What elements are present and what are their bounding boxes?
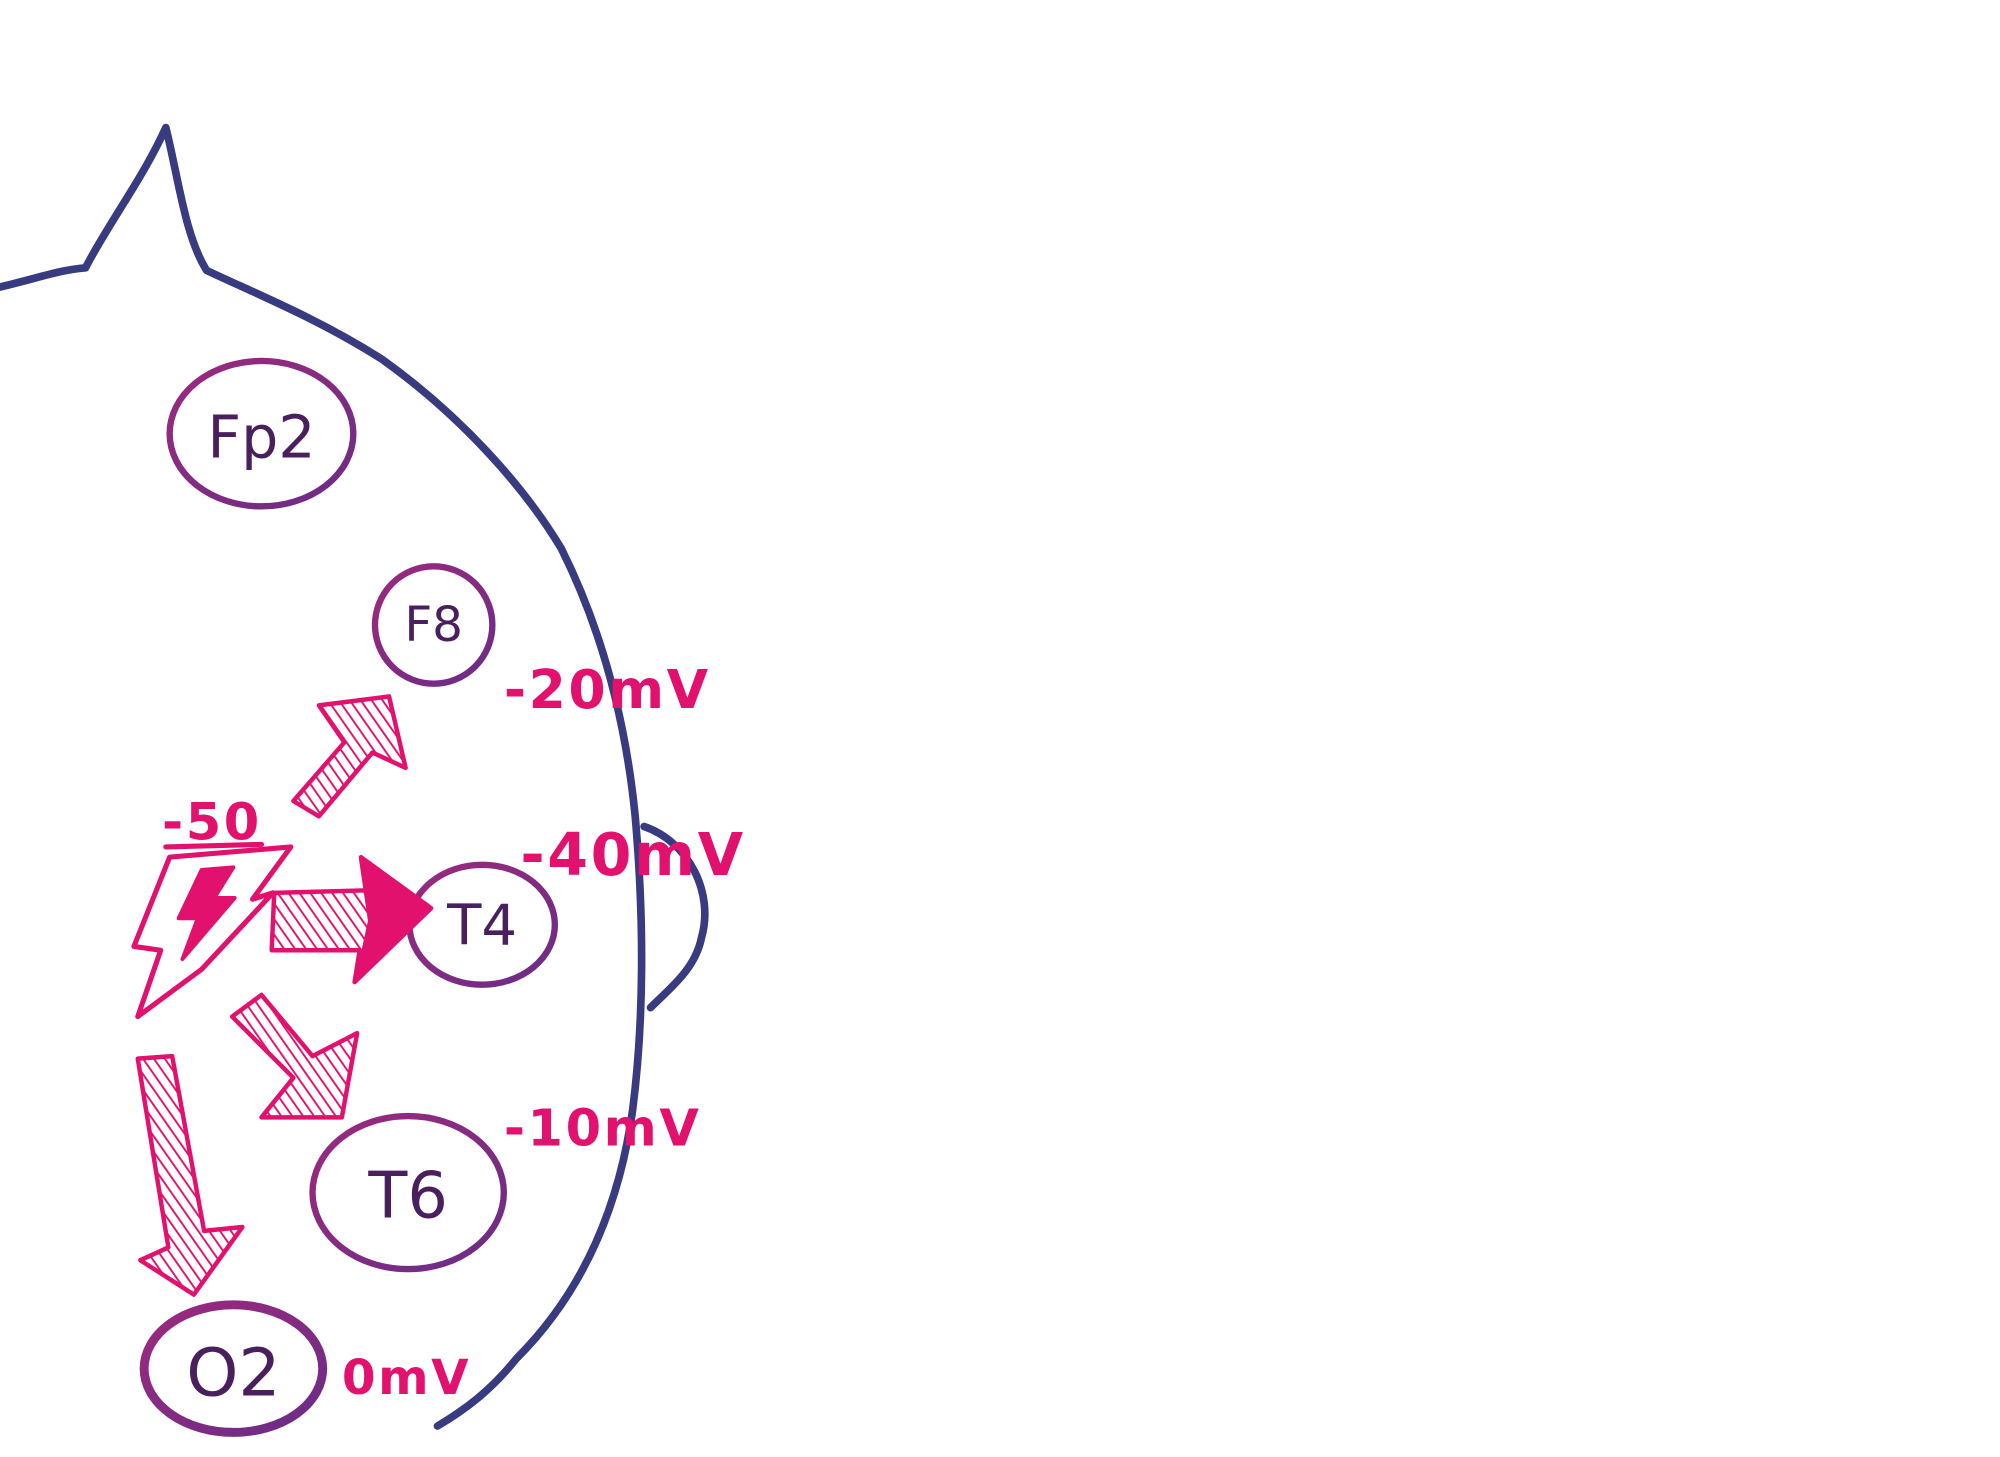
electrode-o2-label: O2: [186, 1333, 280, 1411]
voltage-o2: 0mV: [342, 1350, 471, 1406]
electrode-fp2-label: Fp2: [207, 403, 315, 471]
electrode-f8-label: F8: [404, 597, 463, 653]
source: -50: [131, 793, 294, 1020]
voltage-t4: -40mV: [520, 821, 745, 889]
source-voltage-underline: [163, 841, 265, 850]
head: [0, 123, 709, 1430]
arrow-toward-t4-head: [355, 857, 431, 982]
lightning-bolt-outline: [131, 844, 294, 1020]
voltage-f8: -20mV: [504, 658, 711, 721]
arrow-toward-t6-icon: [229, 992, 360, 1120]
electrode-fp2-ring: [166, 357, 357, 510]
arrow-toward-o2-icon: [135, 1053, 245, 1297]
arrow-toward-f8-icon: [291, 694, 408, 819]
lightning-bolt-inner: [176, 865, 237, 962]
electrode-t4-label: T4: [446, 894, 517, 959]
voltage-t6: -10mV: [504, 1099, 702, 1158]
lightning-bolt-icon: [131, 844, 294, 1020]
electrode-o2-ring: [139, 1300, 328, 1437]
ear-outline: [640, 822, 709, 1012]
electrode-fp2: Fp2: [166, 357, 357, 510]
electrode-f8: F8 -20mV: [371, 563, 711, 721]
arrow-toward-t4-icon: [269, 854, 434, 985]
electrode-t4: T4 -40mV: [406, 821, 745, 988]
electrode-o2: O2 0mV: [139, 1300, 471, 1437]
arrows: [135, 694, 434, 1297]
electrode-t6-label: T6: [367, 1159, 448, 1233]
electrode-f8-ring: [371, 563, 496, 687]
head-outline: [0, 123, 646, 1430]
electrode-t6: T6 -10mV: [309, 1099, 702, 1273]
electrode-t6-ring: [309, 1112, 508, 1273]
